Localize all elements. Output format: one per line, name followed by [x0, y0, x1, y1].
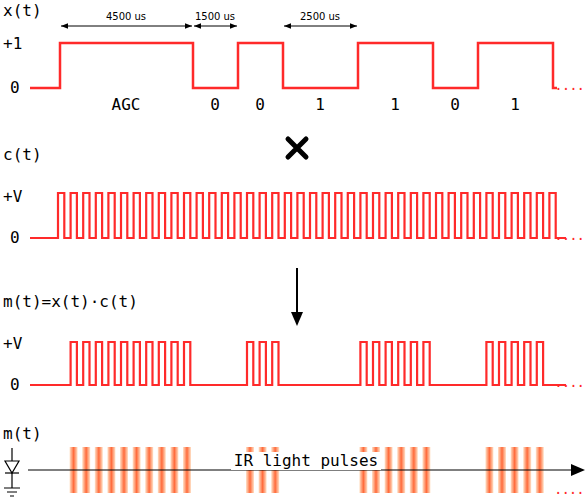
signal-label: 0	[10, 376, 20, 394]
dimension-arrow	[61, 26, 192, 27]
signal-label: IR light pulses	[231, 452, 382, 470]
dimension-arrow	[284, 26, 357, 27]
signal-label: +V	[3, 188, 22, 206]
signal-label: c(t)	[3, 146, 42, 164]
flow-arrow	[296, 268, 298, 318]
signal-label: 0	[210, 96, 220, 114]
signal-label: m(t)=x(t)·c(t)	[3, 293, 138, 311]
signal-label: 1	[315, 96, 325, 114]
signal-label: +V	[3, 335, 22, 353]
signal-label: 0	[450, 96, 460, 114]
signal-label: x(t)	[3, 2, 42, 20]
ir-led-symbol	[4, 448, 20, 496]
signal-label: m(t)	[3, 425, 42, 443]
continuation-mark: ....	[554, 78, 584, 93]
continuation-mark: ....	[554, 482, 584, 497]
multiply-symbol	[288, 139, 306, 157]
signal-label: +1	[3, 35, 22, 53]
continuation-mark: ....	[554, 228, 584, 243]
duration-label: 2500 us	[300, 11, 340, 22]
baseband-signal	[30, 43, 557, 88]
dimension-arrow	[194, 26, 237, 27]
carrier-signal	[30, 193, 566, 238]
axis-arrowhead	[571, 464, 585, 476]
continuation-mark: ....	[554, 375, 584, 390]
signal-label: 0	[255, 96, 265, 114]
duration-label: 1500 us	[195, 11, 235, 22]
signal-label: 0	[10, 79, 20, 97]
signal-label: AGC	[112, 96, 141, 114]
duration-label: 4500 us	[106, 11, 146, 22]
signal-label: 1	[390, 96, 400, 114]
signal-label: 1	[510, 96, 520, 114]
modulated-signal	[30, 342, 566, 385]
signal-label: 0	[10, 229, 20, 247]
flow-arrowhead	[291, 312, 303, 326]
